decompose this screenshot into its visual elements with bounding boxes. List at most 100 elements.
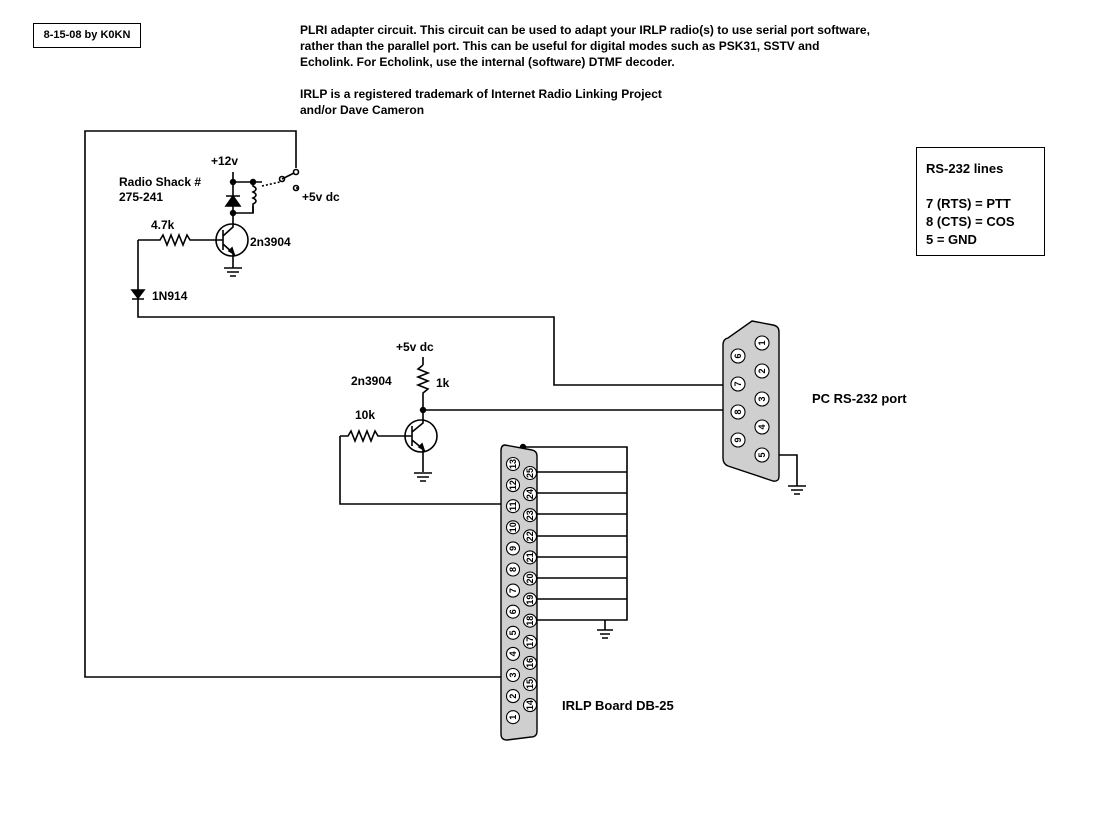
pin-number: 7 — [733, 381, 743, 386]
relay-coil — [251, 182, 257, 213]
resistor-1k-label: 1k — [436, 376, 450, 390]
db25-pin: 10 — [505, 520, 521, 535]
db25-pin: 12 — [505, 478, 521, 493]
relay-5v-label: +5v dc — [302, 190, 340, 204]
flyback-diode — [224, 182, 242, 207]
pin-number: 14 — [525, 700, 535, 710]
pin-number: 12 — [508, 480, 518, 490]
wire-db25-bus — [523, 446, 628, 621]
plus12v-label: +12v — [211, 154, 239, 168]
pin-number: 2 — [508, 694, 518, 699]
pin-number: 6 — [733, 353, 743, 358]
db25-pin: 1 — [505, 710, 521, 725]
db25-pin: 6 — [505, 604, 521, 619]
resistor-4k7 — [138, 232, 223, 248]
wire-diode-to-db9 — [137, 299, 725, 386]
rs232-box-title: RS-232 lines — [926, 161, 1004, 176]
pin-number: 6 — [508, 609, 518, 614]
db25-pins: 1312111098765432125242322212019181716151… — [505, 456, 538, 725]
db25-pin: 25 — [522, 465, 538, 481]
pin-number: 24 — [525, 489, 535, 499]
db25-pin: 24 — [522, 487, 538, 502]
ground-db25 — [597, 629, 613, 639]
db9-pin: 7 — [730, 376, 746, 392]
db25-pin: 18 — [522, 613, 538, 628]
pin-number: 10 — [508, 522, 518, 532]
pin-number: 5 — [508, 630, 518, 635]
pin-number: 23 — [525, 510, 535, 520]
description-line: Echolink. For Echolink, use the internal… — [300, 55, 675, 69]
transistor-bottom-arrow — [417, 442, 426, 452]
db25-pin: 14 — [522, 698, 538, 713]
rs232-line-ptt: 7 (RTS) = PTT — [926, 196, 1011, 211]
pin-number: 4 — [508, 651, 518, 656]
rs232-lines-box: RS-232 lines 7 (RTS) = PTT 8 (CTS) = COS… — [916, 147, 1045, 256]
pin-number: 3 — [508, 672, 518, 677]
db25-connector: 1312111098765432125242322212019181716151… — [500, 444, 538, 741]
pin-number: 20 — [525, 573, 535, 583]
pin-number: 17 — [525, 637, 535, 647]
description-line: rather than the parallel port. This can … — [300, 39, 820, 53]
db25-pin: 4 — [505, 646, 521, 661]
transistor-top-arrow — [227, 246, 236, 256]
description-line: PLRI adapter circuit. This circuit can b… — [300, 23, 870, 37]
db25-bus-links — [530, 471, 627, 600]
db25-pin: 7 — [505, 583, 521, 598]
db9-pin: 8 — [730, 404, 746, 420]
db25-pin: 8 — [505, 562, 521, 577]
db9-pin: 1 — [754, 335, 770, 351]
relay-part-label: 275-241 — [119, 190, 164, 204]
pin-number: 15 — [525, 679, 535, 689]
db25-pin: 20 — [522, 571, 538, 586]
transistor-top-collector — [222, 213, 234, 237]
db25-pin: 11 — [505, 499, 521, 514]
relay-contact — [292, 168, 300, 176]
pin-number: 9 — [508, 546, 518, 551]
resistor-10k — [340, 428, 412, 444]
pin-number: 8 — [733, 409, 743, 414]
db25-pin: 13 — [505, 456, 521, 472]
pin-number: 16 — [525, 658, 535, 668]
diode-1n914 — [130, 289, 146, 300]
transistor-bottom-label: 2n3904 — [351, 374, 392, 388]
pin-number: 1 — [757, 340, 767, 345]
transistor-bottom-collector — [411, 410, 424, 433]
db9-pin: 4 — [754, 419, 770, 435]
wire-10k-to-db25 — [339, 436, 513, 505]
pin-number: 7 — [508, 588, 518, 593]
db25-pin: 17 — [522, 634, 538, 649]
resistor-10k-label: 10k — [355, 408, 376, 422]
relay-dashed-link — [261, 181, 281, 187]
db9-pin: 2 — [754, 363, 770, 379]
pin-number: 13 — [508, 459, 518, 469]
db9-shell — [722, 320, 780, 482]
relay-name-label: Radio Shack # — [119, 175, 202, 189]
db9-pin: 5 — [754, 447, 770, 463]
db25-pin: 5 — [505, 625, 521, 640]
db9-pin: 6 — [730, 348, 746, 364]
db25-pin: 19 — [522, 592, 538, 607]
rs232-line-gnd: 5 = GND — [926, 232, 977, 247]
diode-1n914-label: 1N914 — [152, 289, 188, 303]
rs232-line-cos: 8 (CTS) = COS — [926, 214, 1015, 229]
db9-pin: 3 — [754, 391, 770, 407]
db25-pin: 21 — [522, 550, 538, 565]
pc-rs232-port-label: PC RS-232 port — [812, 391, 907, 406]
transistor-top-label: 2n3904 — [250, 235, 291, 249]
wire-outer-loop — [84, 130, 513, 678]
pin-number: 19 — [525, 595, 535, 605]
pin-number: 4 — [757, 424, 767, 429]
pin-number: 5 — [757, 452, 767, 457]
ground-transistor-bottom — [414, 472, 432, 482]
ground-top — [224, 267, 242, 277]
db25-pin: 9 — [505, 541, 521, 556]
date-author-box: 8-15-08 by K0KN — [33, 23, 141, 48]
pin-number: 3 — [757, 396, 767, 401]
db25-pin: 22 — [522, 529, 538, 544]
db25-pin: 16 — [522, 655, 538, 670]
pin-number: 11 — [508, 501, 518, 511]
pin-number: 21 — [525, 552, 535, 562]
